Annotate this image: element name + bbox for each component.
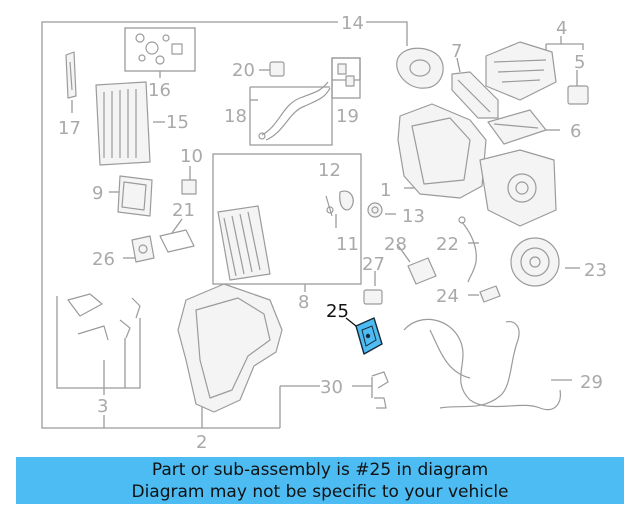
callout-11: 11 bbox=[336, 234, 359, 255]
callout-15: 15 bbox=[166, 112, 189, 133]
part-2-lower-housing bbox=[177, 283, 283, 413]
callout-8: 8 bbox=[298, 292, 309, 313]
callout-30: 30 bbox=[320, 377, 343, 398]
part-24-resistor bbox=[479, 285, 501, 303]
part-20-clip bbox=[269, 61, 285, 77]
callout-28: 28 bbox=[384, 234, 407, 255]
callout-6: 6 bbox=[570, 121, 581, 142]
part-25-highlighted[interactable] bbox=[355, 317, 383, 355]
callout-27: 27 bbox=[362, 254, 385, 275]
callout-labels: 14 4 7 5 20 16 18 19 6 17 15 10 12 1 9 2… bbox=[58, 13, 607, 453]
part-30-connector bbox=[371, 371, 389, 409]
part-13-grommet bbox=[367, 202, 383, 218]
part-21-link bbox=[159, 229, 195, 253]
part-27-clip bbox=[363, 289, 383, 305]
part-7-seal bbox=[451, 71, 499, 119]
part-28-actuator bbox=[407, 257, 437, 285]
callout-13: 13 bbox=[402, 206, 425, 227]
part-4-housing-upper bbox=[485, 41, 557, 101]
frame-lines bbox=[41, 21, 584, 429]
callout-7: 7 bbox=[451, 41, 462, 62]
callout-21: 21 bbox=[172, 200, 195, 221]
callout-19: 19 bbox=[336, 106, 359, 127]
callout-24: 24 bbox=[436, 286, 459, 307]
callout-29: 29 bbox=[580, 372, 603, 393]
part-14-grommet bbox=[396, 47, 444, 89]
callout-2: 2 bbox=[196, 432, 207, 453]
part-8-evaporator bbox=[217, 205, 271, 281]
callout-25: 25 bbox=[326, 301, 349, 322]
part-17-bracket bbox=[65, 51, 77, 99]
leader-25 bbox=[345, 317, 357, 327]
part-12-valve bbox=[325, 195, 334, 217]
callout-3: 3 bbox=[97, 396, 108, 417]
part-6-cabin-filter bbox=[487, 109, 547, 145]
callout-5: 5 bbox=[574, 52, 585, 73]
callout-1: 1 bbox=[380, 180, 391, 201]
banner-line-1: Part or sub-assembly is #25 in diagram bbox=[151, 460, 489, 480]
part-29-wiring-harness bbox=[403, 318, 561, 411]
part-19-fittings bbox=[337, 63, 355, 87]
callout-17: 17 bbox=[58, 118, 81, 139]
callout-10: 10 bbox=[180, 146, 203, 167]
callout-14: 14 bbox=[341, 13, 364, 34]
part-15-heater-core bbox=[95, 81, 151, 166]
part-18-pipes bbox=[258, 81, 331, 141]
part-16-fasteners bbox=[135, 33, 183, 65]
callout-20: 20 bbox=[232, 60, 255, 81]
callout-16: 16 bbox=[148, 80, 171, 101]
banner-line-2: Diagram may not be specific to your vehi… bbox=[131, 482, 509, 502]
callout-18: 18 bbox=[224, 106, 247, 127]
part-9-filter bbox=[117, 175, 153, 217]
part-11-expansion bbox=[339, 190, 354, 211]
info-banner: Part or sub-assembly is #25 in diagram D… bbox=[16, 457, 624, 504]
part-1-hvac-housing bbox=[397, 103, 557, 227]
part-5-actuator bbox=[567, 85, 589, 105]
part-26-actuator bbox=[131, 235, 155, 263]
callout-12: 12 bbox=[318, 160, 341, 181]
part-22-hose bbox=[458, 216, 477, 283]
callout-9: 9 bbox=[92, 183, 103, 204]
part-10-sensor bbox=[181, 179, 197, 195]
callout-26: 26 bbox=[92, 249, 115, 270]
part-3-link-rods bbox=[67, 293, 141, 341]
callout-22: 22 bbox=[436, 234, 459, 255]
callout-23: 23 bbox=[584, 260, 607, 281]
callout-4: 4 bbox=[556, 18, 567, 39]
part-23-blower bbox=[510, 237, 560, 287]
